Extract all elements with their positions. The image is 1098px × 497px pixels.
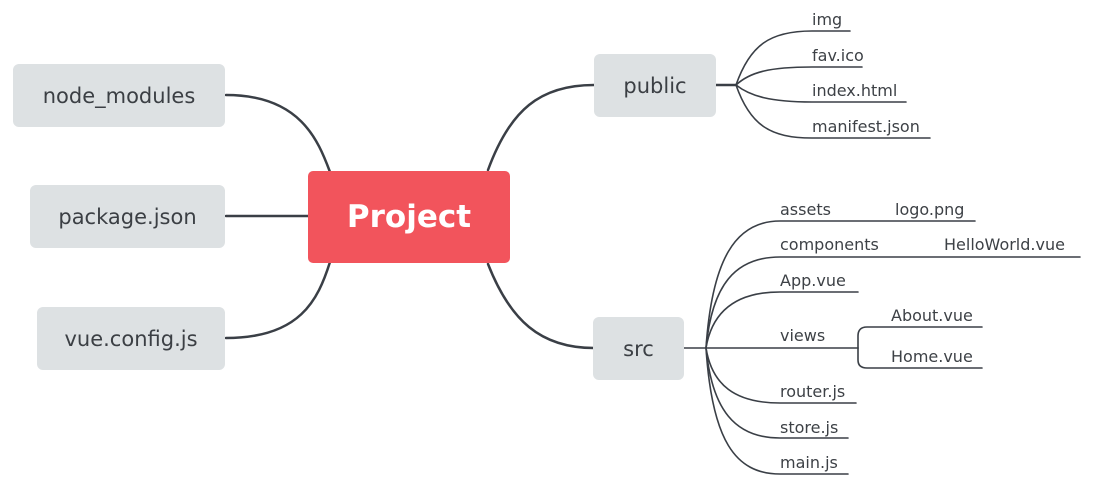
subtopic-store-js[interactable]: store.js: [780, 418, 839, 437]
topic-package-json[interactable]: package.json: [30, 185, 225, 248]
link-store: [705, 347, 849, 439]
link-public: [486, 83, 596, 172]
link-app: [705, 291, 859, 349]
link-main: [705, 347, 849, 475]
subtopic-index-html[interactable]: index.html: [812, 81, 898, 100]
link-vue-config: [224, 260, 332, 340]
subtopic-logo-png[interactable]: logo.png: [895, 200, 965, 219]
link-manifest: [735, 84, 931, 139]
link-index: [735, 84, 907, 103]
topic-public[interactable]: public: [594, 54, 716, 117]
subtopic-fav-ico[interactable]: fav.ico: [812, 46, 864, 65]
subtopic-assets[interactable]: assets: [780, 200, 831, 219]
link-home: [857, 347, 983, 369]
root-topic[interactable]: Project: [308, 171, 510, 263]
subtopic-router-js[interactable]: router.js: [780, 382, 846, 401]
link-node-modules: [224, 93, 332, 174]
link-components: [705, 256, 1081, 349]
link-about: [857, 326, 983, 349]
subtopic-helloworld-vue[interactable]: HelloWorld.vue: [944, 235, 1065, 254]
subtopic-home-vue[interactable]: Home.vue: [891, 347, 973, 366]
subtopic-app-vue[interactable]: App.vue: [780, 271, 846, 290]
link-src: [486, 262, 596, 350]
subtopic-img[interactable]: img: [812, 10, 843, 29]
link-router: [705, 347, 857, 404]
subtopic-about-vue[interactable]: About.vue: [891, 306, 973, 325]
topic-node-modules[interactable]: node_modules: [13, 64, 225, 127]
subtopic-main-js[interactable]: main.js: [780, 453, 838, 472]
subtopic-components[interactable]: components: [780, 235, 879, 254]
subtopic-manifest-json[interactable]: manifest.json: [812, 117, 920, 136]
topic-src[interactable]: src: [593, 317, 684, 380]
subtopic-views[interactable]: views: [780, 326, 826, 345]
link-fav: [735, 66, 863, 86]
link-img: [735, 30, 851, 86]
topic-vue-config[interactable]: vue.config.js: [37, 307, 225, 370]
link-assets: [705, 220, 976, 349]
